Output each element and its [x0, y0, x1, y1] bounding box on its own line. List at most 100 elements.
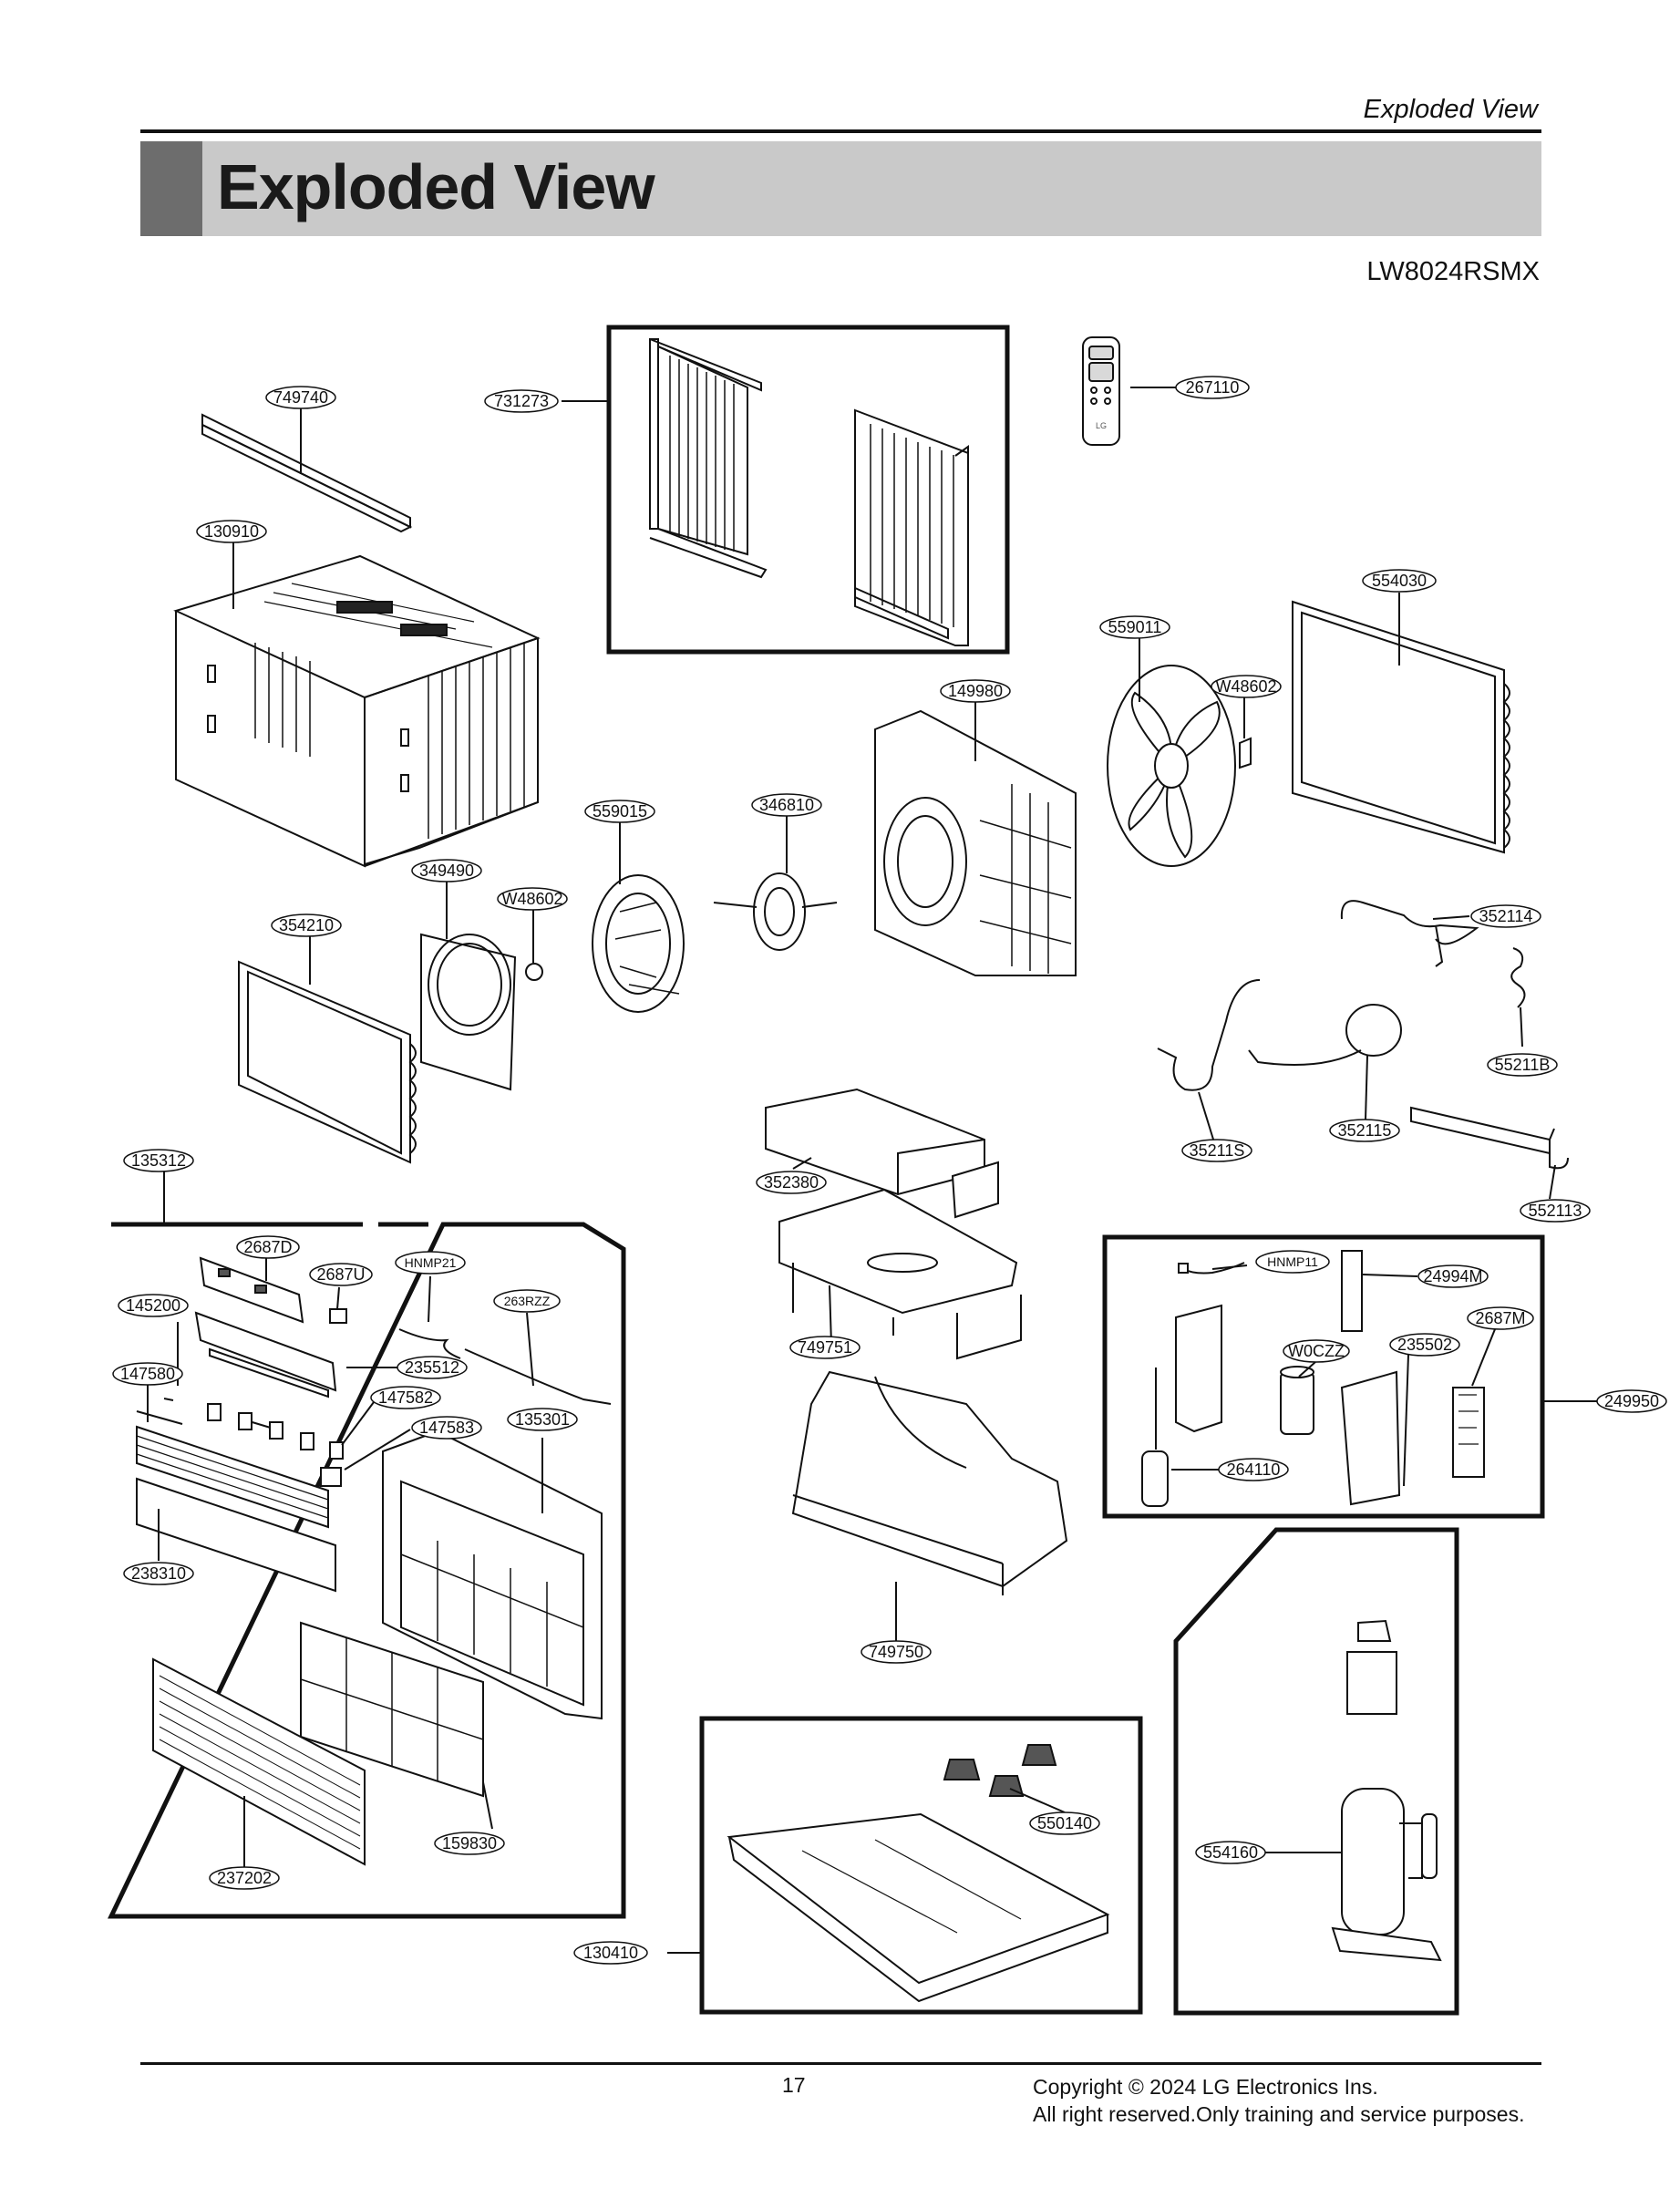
blower-wheel-part: [592, 874, 685, 1013]
receiver-pcb-part: [329, 1308, 347, 1324]
callout-249950: 249950: [1596, 1389, 1667, 1413]
drain-pipe-part: [1410, 1106, 1569, 1170]
svg-text:35211S: 35211S: [1190, 1141, 1245, 1160]
copyright-line-1: Copyright © 2024 LG Electronics Ins.: [1033, 2075, 1378, 2099]
remote-brand-logo: LG: [1096, 421, 1107, 430]
callout-550140: 550140: [1029, 1811, 1100, 1835]
electrical-group-frame: [1102, 1234, 1545, 1519]
callout-235502: 235502: [1389, 1333, 1460, 1357]
base-air-guide-part: [791, 1370, 1068, 1595]
callout-559011: 559011: [1099, 615, 1170, 639]
callout-352114: 352114: [1470, 904, 1541, 928]
svg-text:749750: 749750: [869, 1643, 923, 1661]
callout-2687m: 2687M: [1467, 1306, 1534, 1330]
suction-pipe-part: [1157, 979, 1261, 1091]
callout-w0czz: W0CZZ: [1283, 1339, 1350, 1363]
callout-130410: 130410: [573, 1941, 648, 1965]
air-filter-part: [300, 1621, 484, 1798]
callout-352115: 352115: [1329, 1119, 1400, 1142]
control-panel-part: [209, 1347, 329, 1398]
control-pcb-part: [199, 1256, 304, 1324]
callout-hnmp11: HNMP11: [1255, 1250, 1330, 1274]
svg-text:135301: 135301: [515, 1410, 570, 1429]
svg-text:130910: 130910: [204, 522, 259, 541]
callout-346810: 346810: [751, 793, 822, 817]
copyright: Copyright © 2024 LG Electronics Ins. All…: [1033, 2073, 1524, 2128]
svg-text:159830: 159830: [442, 1834, 497, 1853]
harness-263rzz-part: [464, 1348, 612, 1405]
callout-237202: 237202: [209, 1866, 280, 1890]
capacitor-part: [1280, 1366, 1314, 1435]
svg-text:559011: 559011: [1108, 618, 1162, 636]
svg-text:135312: 135312: [131, 1151, 186, 1170]
cabinet-part: [173, 554, 541, 868]
svg-text:554030: 554030: [1372, 572, 1427, 590]
callout-552113: 552113: [1520, 1199, 1591, 1223]
callout-149980: 149980: [940, 679, 1011, 703]
callout-2687u: 2687U: [309, 1263, 373, 1286]
callout-238310: 238310: [123, 1562, 194, 1585]
svg-text:2687D: 2687D: [243, 1238, 292, 1256]
svg-text:552113: 552113: [1529, 1202, 1582, 1220]
callout-55211b: 55211B: [1487, 1053, 1558, 1077]
callout-554030: 554030: [1362, 569, 1437, 593]
svg-text:249950: 249950: [1604, 1392, 1659, 1410]
svg-text:HNMP21: HNMP21: [405, 1255, 457, 1270]
callout-263rzz: 263RZZ: [493, 1289, 561, 1313]
svg-text:550140: 550140: [1037, 1814, 1092, 1832]
svg-text:W0CZZ: W0CZZ: [1288, 1342, 1345, 1360]
svg-text:W48602: W48602: [501, 890, 562, 908]
svg-text:2687U: 2687U: [316, 1265, 365, 1284]
svg-text:267110: 267110: [1186, 378, 1240, 397]
side-curtain-left-part: [649, 338, 768, 579]
thermistor-part: [1141, 1368, 1169, 1507]
svg-text:264110: 264110: [1227, 1460, 1281, 1479]
svg-text:235512: 235512: [405, 1358, 459, 1377]
svg-text:55211B: 55211B: [1495, 1056, 1551, 1074]
fan-shroud-part: [874, 709, 1077, 976]
svg-text:147583: 147583: [419, 1419, 474, 1437]
compressor-part: [1331, 1619, 1442, 1962]
top-rail-part: [201, 413, 413, 533]
air-guide-part: [765, 1088, 999, 1219]
svg-text:749740: 749740: [273, 388, 328, 407]
svg-text:HNMP11: HNMP11: [1267, 1254, 1318, 1269]
svg-text:554160: 554160: [1203, 1843, 1258, 1862]
callout-554160: 554160: [1195, 1841, 1266, 1864]
capacitor-cover-part: [1340, 1370, 1401, 1506]
callout-235512: 235512: [397, 1356, 468, 1379]
svg-text:145200: 145200: [126, 1296, 180, 1315]
callout-145200: 145200: [118, 1294, 189, 1317]
louver-links-part: [136, 1398, 314, 1450]
front-grille-part: [152, 1657, 366, 1866]
svg-text:147580: 147580: [120, 1365, 175, 1383]
side-curtain-frame: [606, 325, 1010, 655]
capillary-coil-part: [1248, 1004, 1402, 1066]
callout-267110: 267110: [1175, 376, 1250, 399]
condenser-coil-part: [1292, 600, 1510, 854]
svg-text:352114: 352114: [1479, 907, 1533, 925]
callout-147580: 147580: [112, 1362, 183, 1386]
callout-2687d: 2687D: [236, 1235, 300, 1259]
callout-559015: 559015: [584, 800, 655, 823]
fan-motor-part: [713, 872, 838, 951]
callout-354210: 354210: [271, 913, 342, 937]
callout-24994m: 24994M: [1417, 1264, 1489, 1288]
base-pan-part: [727, 1812, 1110, 2003]
callout-731273: 731273: [484, 389, 559, 413]
callout-135301: 135301: [507, 1408, 578, 1431]
svg-text:354210: 354210: [279, 916, 334, 934]
svg-text:2687M: 2687M: [1475, 1309, 1525, 1327]
svg-text:749751: 749751: [798, 1338, 852, 1357]
callout-349490: 349490: [411, 859, 482, 882]
svg-text:147582: 147582: [378, 1388, 433, 1407]
front-frame-part: [382, 1429, 603, 1720]
louver-assembly-part: [136, 1425, 329, 1529]
svg-text:352115: 352115: [1338, 1121, 1392, 1140]
harness-hnmp11-part: [1178, 1262, 1245, 1275]
control-bracket-part: [194, 1311, 337, 1392]
compressor-group-frame: [1173, 1527, 1459, 2016]
callout-w48602-fan: W48602: [1211, 675, 1282, 698]
svg-text:235502: 235502: [1397, 1336, 1452, 1354]
